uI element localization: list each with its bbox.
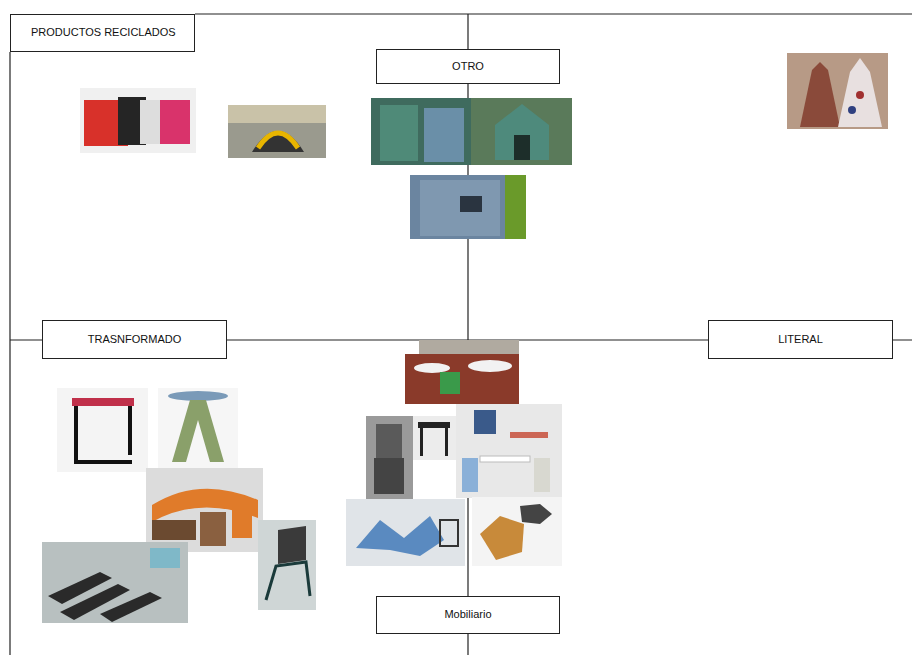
product-photo	[413, 416, 456, 460]
box-label: Mobiliario	[444, 608, 491, 621]
product-photo	[405, 340, 519, 404]
frame-top	[195, 13, 912, 14]
chair-back	[278, 526, 306, 564]
photo-ground	[57, 388, 148, 472]
box-label: OTRO	[452, 60, 484, 73]
category-box: LITERAL	[708, 320, 893, 359]
photo-ground	[413, 416, 456, 460]
dog-house	[495, 104, 549, 160]
photo-ground	[146, 468, 263, 552]
photo-ground	[228, 105, 326, 158]
photo-ground	[456, 404, 562, 498]
stool	[480, 516, 524, 560]
picture	[474, 410, 496, 434]
product-photo	[456, 404, 562, 498]
bin	[380, 105, 418, 161]
photo-ground	[346, 499, 465, 566]
stool	[232, 510, 252, 538]
frame-left	[9, 52, 10, 655]
table-legs	[172, 400, 224, 462]
shed-window	[460, 196, 482, 212]
shelf	[510, 432, 548, 438]
photo-ground	[787, 53, 888, 129]
box-label: TRASNFORMADO	[88, 333, 182, 346]
dress-detail	[848, 106, 856, 114]
speed-bump	[252, 131, 304, 152]
shed	[420, 180, 500, 236]
dress	[800, 62, 840, 127]
product-photo	[787, 53, 888, 129]
photo-ground	[258, 520, 316, 610]
bag	[160, 100, 190, 144]
product-photo	[80, 88, 196, 153]
stool	[200, 512, 226, 546]
dog-house-door	[514, 135, 530, 160]
product-photo	[146, 468, 263, 552]
product-photo	[158, 388, 238, 468]
dress	[838, 58, 882, 127]
product-photo	[57, 388, 148, 472]
table-frame	[76, 406, 132, 462]
box-label: PRODUCTOS RECICLADOS	[31, 26, 176, 39]
photo-ground	[471, 98, 572, 165]
product-photo	[346, 499, 465, 566]
bag	[140, 100, 162, 144]
lounge-chair	[356, 516, 444, 556]
bin	[424, 108, 464, 162]
photo-ground	[472, 497, 562, 566]
side-table	[440, 520, 458, 546]
chair-frame	[266, 562, 310, 600]
table-leg	[445, 428, 448, 456]
category-box: TRASNFORMADO	[42, 320, 227, 359]
table-top	[480, 456, 530, 462]
table-top	[72, 398, 134, 406]
product-photo	[371, 98, 572, 165]
table-legs	[440, 372, 460, 394]
product-photo	[410, 175, 526, 239]
lounger	[100, 592, 162, 622]
sofa-base	[152, 520, 196, 540]
chair-seat	[374, 458, 404, 494]
pool	[150, 548, 180, 568]
category-box: PRODUCTOS RECICLADOS	[10, 14, 195, 52]
bump-stripe	[258, 133, 298, 148]
photo-ground	[410, 175, 526, 239]
frame-lines	[10, 14, 912, 655]
table-frame	[128, 406, 132, 455]
category-box: Mobiliario	[376, 596, 560, 634]
photo-ground	[158, 388, 238, 468]
table-leg	[420, 428, 423, 456]
photo-ground	[228, 105, 326, 123]
product-photo	[366, 416, 413, 499]
category-box: OTRO	[376, 49, 560, 84]
photo-ground	[371, 98, 471, 165]
photo-ground	[80, 88, 196, 153]
chair	[462, 458, 478, 492]
foliage	[505, 175, 526, 239]
product-photo	[42, 542, 188, 623]
table-top	[414, 363, 450, 373]
photo-ground	[405, 354, 519, 404]
table-top	[168, 391, 228, 401]
box-label: LITERAL	[778, 333, 823, 346]
product-photo	[228, 105, 326, 158]
product-photo	[472, 497, 562, 566]
dress-detail	[856, 91, 864, 99]
product-photo	[258, 520, 316, 610]
chair-back	[376, 424, 402, 458]
chair	[534, 458, 550, 492]
photo-ground	[366, 416, 413, 499]
stool	[520, 504, 552, 524]
table-top	[468, 360, 512, 372]
photo-ground	[42, 542, 188, 623]
table-top	[418, 422, 450, 428]
